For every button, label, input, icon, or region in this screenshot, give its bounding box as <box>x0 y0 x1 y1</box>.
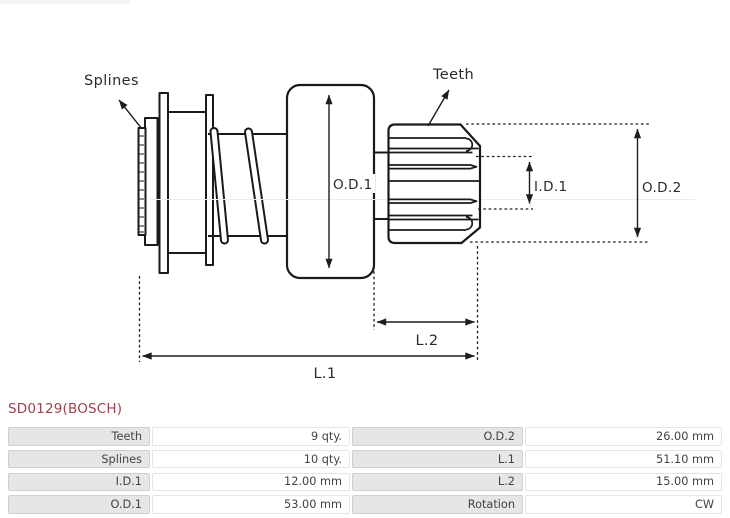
pinion-outline <box>387 123 482 245</box>
spec-value-od2: 26.00 mm <box>525 427 722 446</box>
drive-spring <box>208 127 288 245</box>
od1-dimension: O.D.1 <box>325 94 375 269</box>
od1-label: O.D.1 <box>333 177 373 193</box>
spec-label-teeth: Teeth <box>8 427 150 446</box>
spec-label-od1: O.D.1 <box>8 495 150 514</box>
hub-section <box>167 111 207 254</box>
rear-flange-disc <box>205 94 214 266</box>
spec-label-rotation: Rotation <box>352 495 523 514</box>
spring-coils <box>209 127 269 245</box>
spec-value-l2: 15.00 mm <box>525 472 722 492</box>
od2-extension-lines <box>466 123 649 243</box>
od2-dimension: O.D.2 <box>466 123 682 243</box>
front-flange-disc <box>158 92 169 274</box>
spec-value-splines: 10 qty. <box>152 449 350 469</box>
pinion-neck <box>373 151 389 220</box>
spec-value-id1: 12.00 mm <box>152 472 350 492</box>
l1-dimension: L.1 <box>138 276 475 382</box>
spec-value-l1: 51.10 mm <box>525 449 722 469</box>
spec-label-l1: L.1 <box>352 449 523 469</box>
splined-shaft-assembly <box>137 92 214 274</box>
spec-value-teeth: 9 qty. <box>152 427 350 446</box>
id1-dimension: I.D.1 <box>476 155 568 210</box>
spec-value-rotation: CW <box>525 495 722 514</box>
spec-label-l2: L.2 <box>352 472 523 492</box>
l2-label: L.2 <box>415 333 438 349</box>
spec-table: Teeth 9 qty. O.D.2 26.00 mm Splines 10 q… <box>8 427 722 514</box>
spec-label-od2: O.D.2 <box>352 427 523 446</box>
pinion-teeth-lines <box>389 137 480 231</box>
teeth-leader-arrow <box>427 89 450 127</box>
od2-label: O.D.2 <box>642 180 682 196</box>
starter-drive-technical-drawing: Splines Teeth O.D.1 I.D.1 O.D.2 L.2 <box>84 67 695 382</box>
splines-leader-arrow <box>118 99 143 130</box>
shaft-collar <box>144 117 159 246</box>
spec-value-od1: 53.00 mm <box>152 495 350 514</box>
teeth-callout-label: Teeth <box>432 67 474 83</box>
spline-hatching <box>139 135 144 233</box>
top-edge-strip <box>0 0 130 4</box>
pinion-gear <box>373 123 482 245</box>
spec-label-splines: Splines <box>8 449 150 469</box>
spec-label-id1: I.D.1 <box>8 472 150 492</box>
splines-callout-label: Splines <box>84 73 139 89</box>
l1-label: L.1 <box>313 366 336 382</box>
part-number-title: SD0129(BOSCH) <box>8 401 123 417</box>
l2-dimension: L.2 <box>373 246 479 362</box>
id1-label: I.D.1 <box>534 179 568 195</box>
id1-extension-lines <box>476 155 533 210</box>
od1-label-backing <box>331 174 375 193</box>
l2-extension-lines <box>373 246 479 362</box>
